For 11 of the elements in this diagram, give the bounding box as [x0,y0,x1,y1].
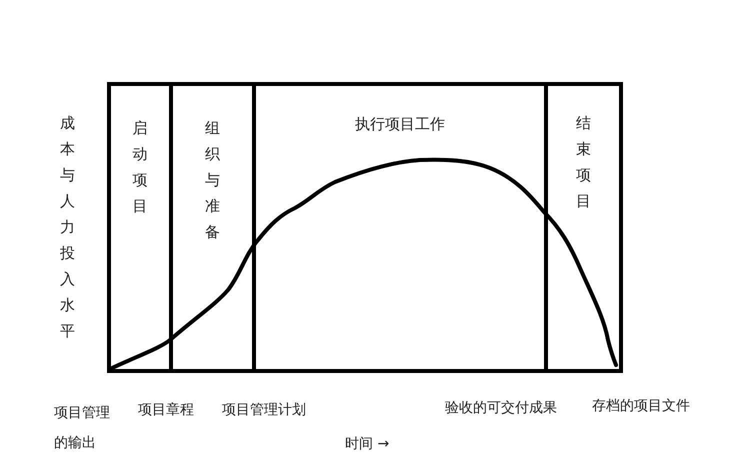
axis-label: 成本与人力投入水平 [60,113,75,342]
phase-label: 结束项目 [576,113,591,212]
axis-label: 时间 → [345,435,390,454]
output-label: 项目管理计划 [222,401,306,420]
phase-label: 启动项目 [132,118,148,217]
phase-label: 组织与准备 [205,118,220,243]
output-label: 项目管理的输出 [54,404,111,453]
output-label: 验收的可交付成果 [445,399,557,418]
output-label: 项目章程 [138,401,194,420]
output-label: 存档的项目文件 [592,397,690,416]
phase-label: 执行项目工作 [354,114,446,135]
